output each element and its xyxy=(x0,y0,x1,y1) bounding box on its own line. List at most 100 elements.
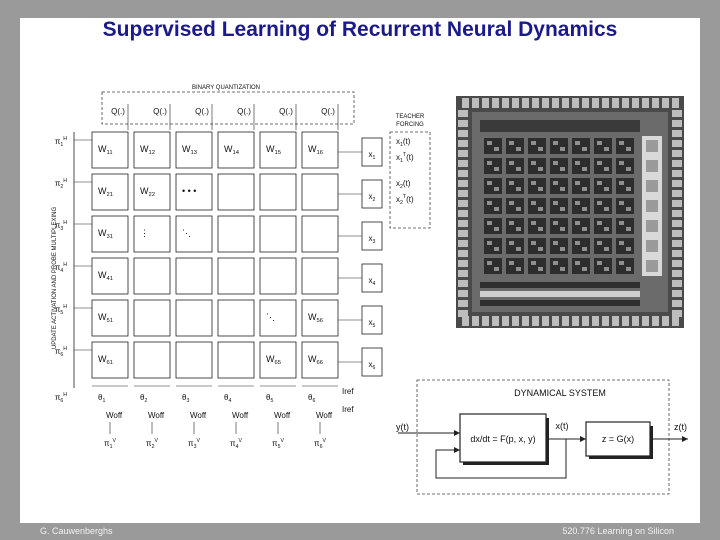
chip-cell-detail xyxy=(626,227,631,231)
bond-pad-left xyxy=(458,230,468,237)
chip-periphery-row xyxy=(480,282,640,288)
neuron-label: x5 xyxy=(369,318,376,329)
synapse-weight-label: W16 xyxy=(308,144,323,156)
bond-pad-bottom xyxy=(562,316,569,326)
chip-cell-detail xyxy=(516,167,521,171)
chip-cell-detail xyxy=(626,267,631,271)
chip-cell-detail xyxy=(582,247,587,251)
synapse-weight-label: W41 xyxy=(98,270,113,282)
chip-cell-detail xyxy=(582,227,587,231)
bond-pad-right xyxy=(672,160,682,167)
chip-array-cell xyxy=(616,158,634,174)
chip-cell-detail xyxy=(604,267,609,271)
side-multiplexing-label: UPDATE ACTIVATION AND PROBE MULTIPLEXING xyxy=(52,207,58,350)
chip-array-cell xyxy=(528,218,546,234)
chip-cell-detail xyxy=(487,161,492,165)
bond-pad-left xyxy=(458,240,468,247)
bond-pad-left xyxy=(458,130,468,137)
chip-cell-detail xyxy=(619,181,624,185)
column-output-label: π1V xyxy=(104,438,116,448)
chip-cell-detail xyxy=(582,187,587,191)
neuron-label: x6 xyxy=(369,360,376,371)
bond-pad-bottom xyxy=(482,316,489,326)
chip-cell-detail xyxy=(553,201,558,205)
bond-pad-top xyxy=(672,98,679,108)
bond-pad-bottom xyxy=(652,316,659,326)
column-output-label: π5V xyxy=(272,438,284,448)
chip-cell-detail xyxy=(575,141,580,145)
chip-cell-detail xyxy=(597,181,602,185)
chip-cell-detail xyxy=(575,261,580,265)
chip-cell-detail xyxy=(494,167,499,171)
bond-pad-left xyxy=(458,160,468,167)
chip-cell-detail xyxy=(619,161,624,165)
synapse-cell xyxy=(259,299,297,337)
chip-array-cell xyxy=(550,178,568,194)
chip-cell-detail xyxy=(604,207,609,211)
quantizer-label: Q(.) xyxy=(321,107,335,116)
output-map-shadow-bottom xyxy=(589,456,653,459)
bond-pad-left xyxy=(458,180,468,187)
offset-weight-label: Woff xyxy=(106,411,123,420)
chip-array-cell xyxy=(594,198,612,214)
bond-pad-right xyxy=(672,280,682,287)
bias-theta-label: θ1 xyxy=(98,393,105,404)
bond-pad-right xyxy=(672,230,682,237)
row-input-label: π3H xyxy=(55,220,67,232)
chip-array-cell xyxy=(506,158,524,174)
chip-cell-detail xyxy=(619,221,624,225)
bond-pad-bottom xyxy=(592,316,599,326)
chip-cell-detail xyxy=(494,247,499,251)
neuron-label: x1 xyxy=(369,150,376,161)
chip-cell-detail xyxy=(509,241,514,245)
bond-pad-top xyxy=(612,98,619,108)
chip-array-cell xyxy=(550,258,568,274)
synapse-cell xyxy=(91,215,129,253)
synapse-cell xyxy=(217,215,255,253)
bond-pad-bottom xyxy=(492,316,499,326)
bond-pad-right xyxy=(672,120,682,127)
chip-array-cell xyxy=(616,218,634,234)
chip-cell-detail xyxy=(560,227,565,231)
chip-cell-detail xyxy=(626,247,631,251)
synapse-cell xyxy=(301,341,339,379)
chip-array-cell xyxy=(484,138,502,154)
chip-cell-detail xyxy=(604,187,609,191)
row-input-label: π5H xyxy=(55,304,67,316)
synapse-weight-label: ⋱ xyxy=(266,312,275,322)
chip-cell-detail xyxy=(494,207,499,211)
bond-pad-bottom xyxy=(532,316,539,326)
bond-pad-left xyxy=(458,220,468,227)
chip-cell-detail xyxy=(604,247,609,251)
chip-array-cell xyxy=(572,178,590,194)
output-label: z(t) xyxy=(674,422,687,432)
chip-cell-detail xyxy=(531,161,536,165)
bond-pad-right xyxy=(672,190,682,197)
chip-die-photo xyxy=(456,96,684,328)
bond-pad-top xyxy=(552,98,559,108)
chip-cell-detail xyxy=(487,201,492,205)
chip-neuron-cell xyxy=(646,140,658,152)
bond-pad-left xyxy=(458,280,468,287)
bond-pad-right xyxy=(672,140,682,147)
dynamics-block xyxy=(459,413,547,463)
chip-array-cell xyxy=(528,178,546,194)
bond-pad-right xyxy=(672,310,682,317)
chip-array-cell xyxy=(506,218,524,234)
chip-top-strip xyxy=(480,120,640,132)
chip-cell-detail xyxy=(538,167,543,171)
synapse-weight-label: W31 xyxy=(98,228,113,240)
chip-cell-detail xyxy=(487,261,492,265)
chip-cell-detail xyxy=(531,141,536,145)
bond-pad-right xyxy=(672,270,682,277)
bond-pad-bottom xyxy=(462,316,469,326)
input-label: y(t) xyxy=(396,422,409,432)
bond-pad-bottom xyxy=(632,316,639,326)
bond-pad-left xyxy=(458,290,468,297)
chip-cell-detail xyxy=(531,181,536,185)
bond-pad-top xyxy=(662,98,669,108)
bond-pad-top xyxy=(562,98,569,108)
chip-array-cell xyxy=(528,238,546,254)
chip-cell-detail xyxy=(560,267,565,271)
chip-array-cell xyxy=(550,138,568,154)
